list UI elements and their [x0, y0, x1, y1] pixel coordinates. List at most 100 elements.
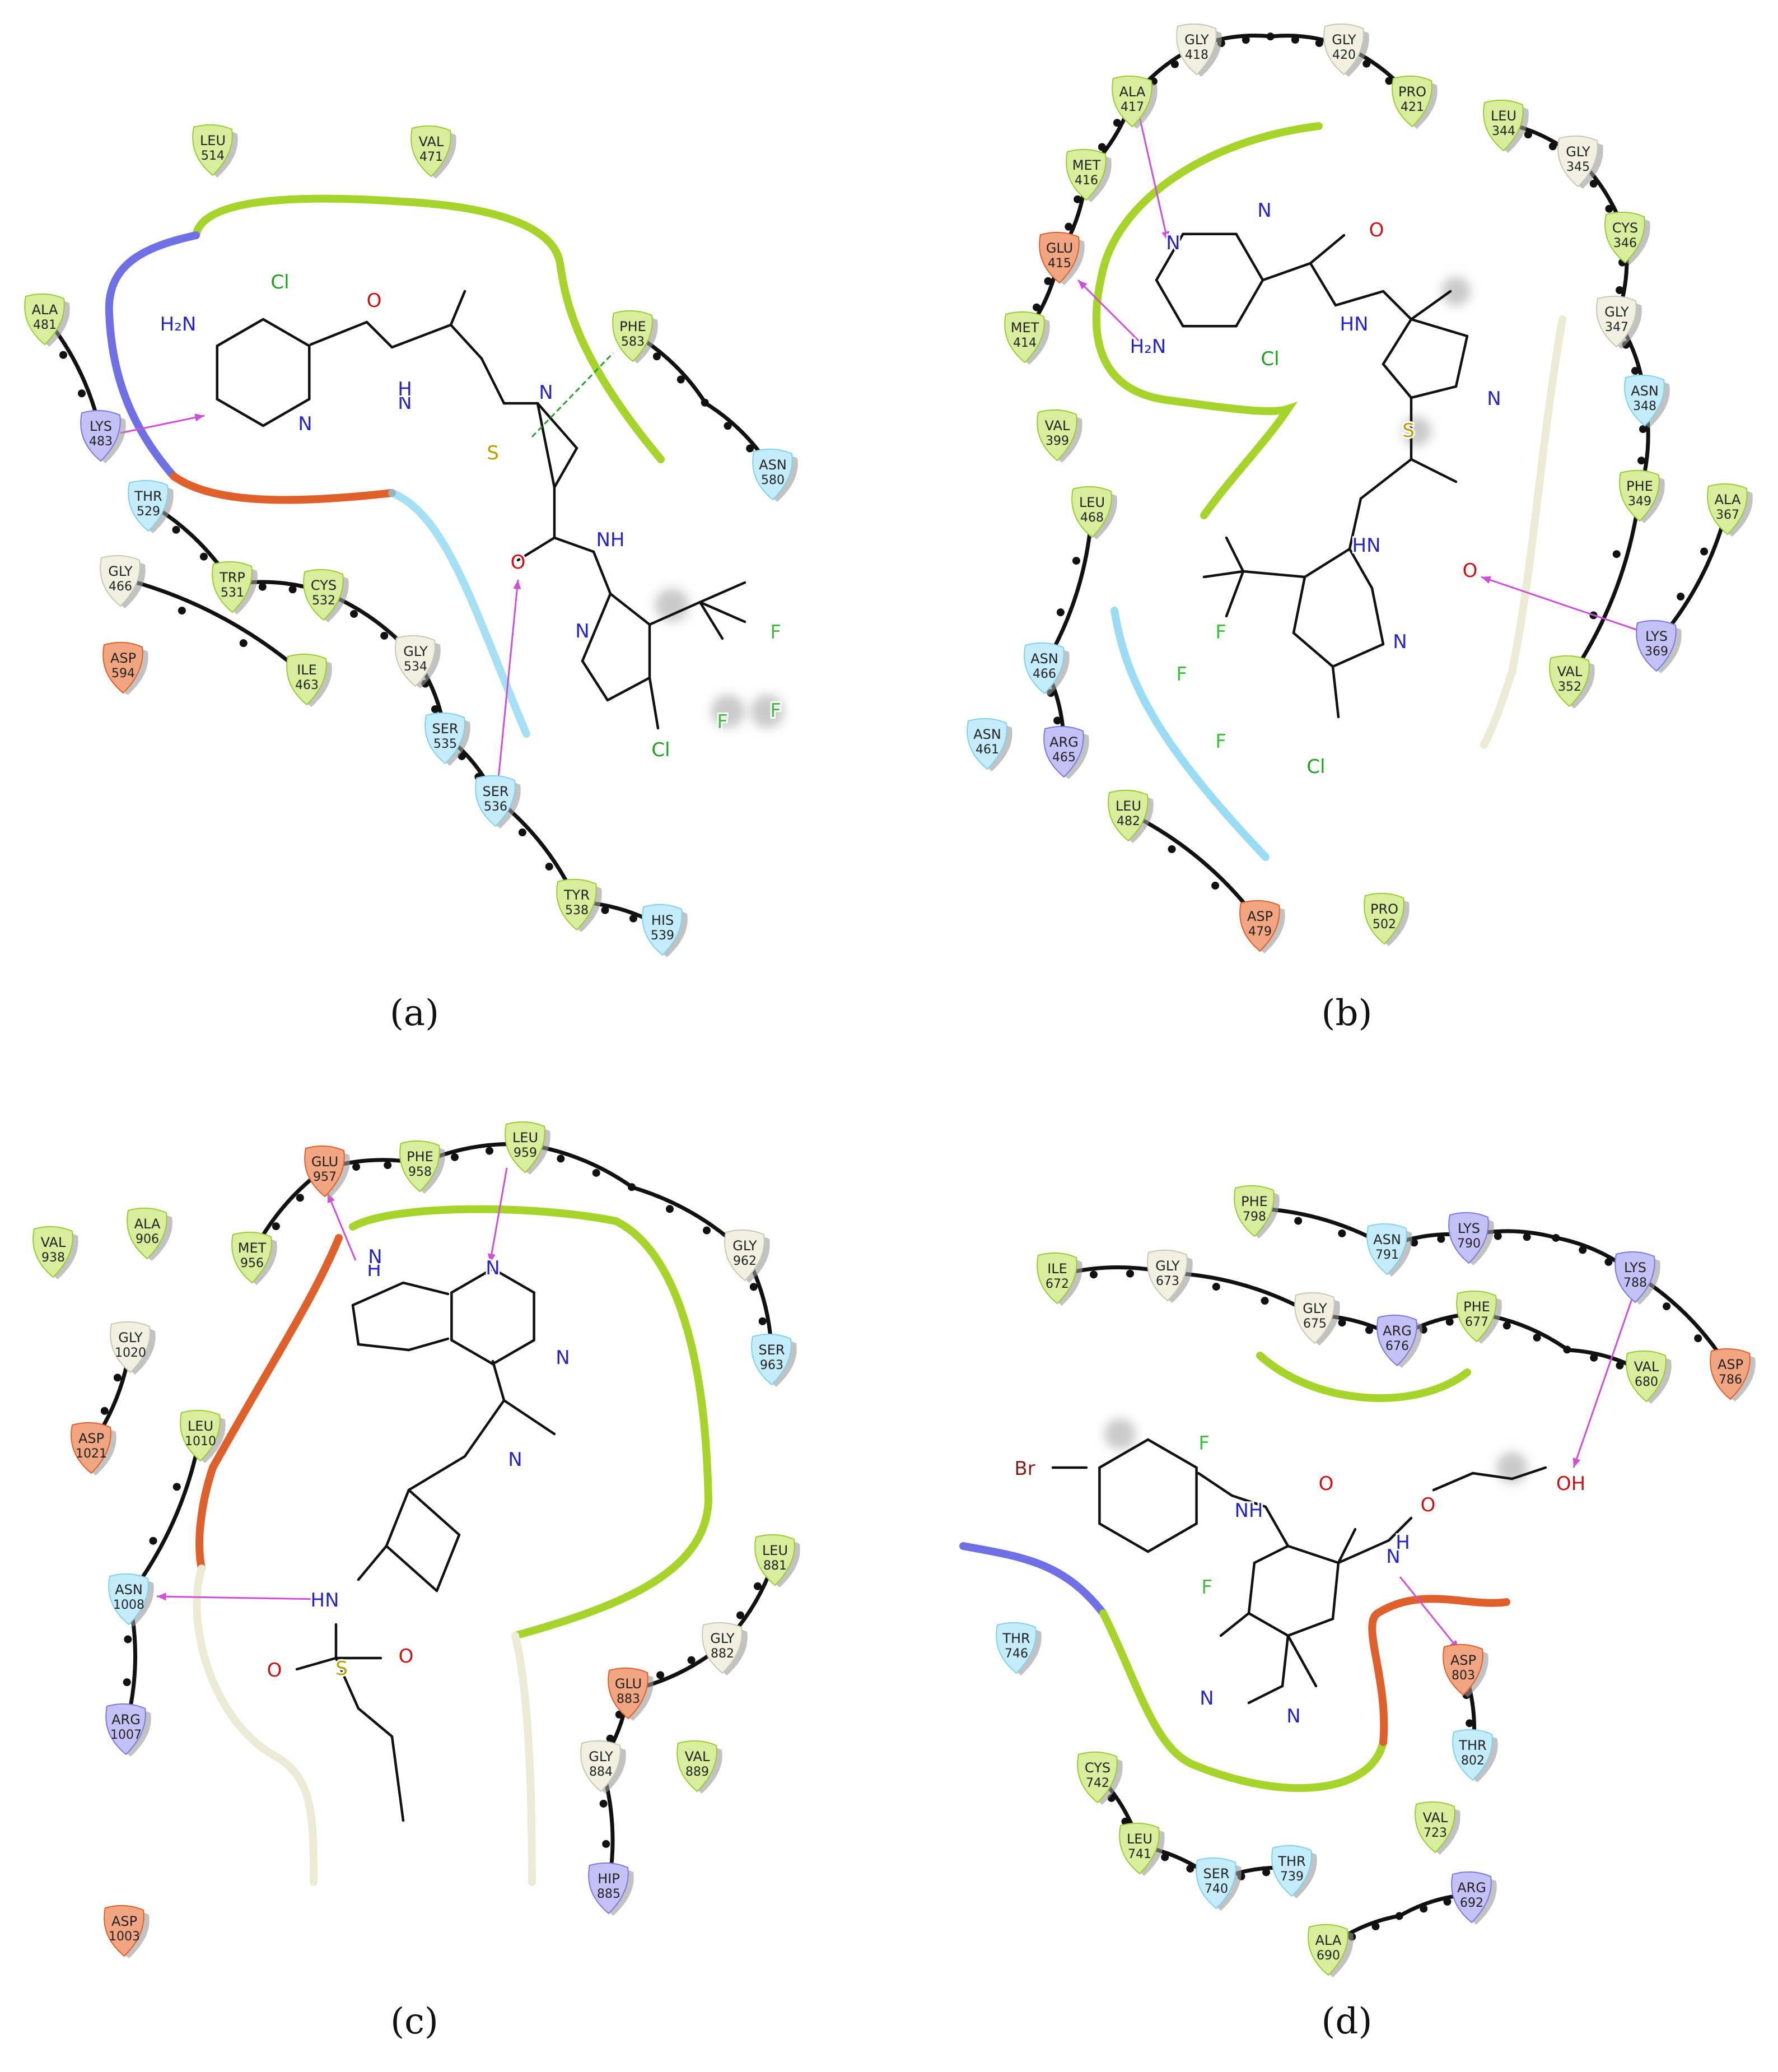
residue-marker — [612, 310, 653, 362]
backbone-dot — [1170, 60, 1179, 68]
backbone-dot — [1533, 1333, 1541, 1342]
residue-number: 399 — [1046, 434, 1069, 448]
pocket-contour — [1480, 315, 1566, 749]
ligand-bond — [385, 1488, 410, 1548]
residue-name: GLU — [311, 1154, 338, 1170]
residue-name: ASN — [1030, 651, 1058, 667]
atom-label-hn: H₂N — [160, 313, 197, 336]
backbone-dot — [1637, 457, 1646, 465]
residue-marker — [996, 1622, 1037, 1674]
hbond-arrowhead — [1161, 231, 1170, 241]
residue-name: GLY — [732, 1238, 757, 1254]
atom-label-cl: Cl — [1306, 756, 1325, 778]
residue-name: PRO — [1398, 84, 1426, 100]
residue-marker — [580, 1740, 621, 1792]
residue-number: 883 — [617, 1692, 640, 1706]
ligand-bond — [1286, 1544, 1340, 1565]
backbone-dot — [123, 1678, 131, 1687]
atom-label-hn: HN — [1352, 534, 1381, 557]
residue-marker — [303, 569, 344, 621]
interaction-layer — [120, 92, 1639, 1650]
ligand-bond — [351, 1303, 360, 1346]
backbone-dot — [149, 1536, 157, 1545]
ligand-bond — [1202, 570, 1245, 579]
residue-number: 802 — [1461, 1754, 1485, 1768]
residue-number: 482 — [1117, 814, 1140, 828]
residue-name: ASN — [1631, 383, 1659, 399]
ligand-bond — [1230, 1494, 1267, 1508]
residue-name: LEU — [1491, 108, 1516, 124]
backbone-chain — [599, 1555, 777, 1888]
panel-label-c: (c) — [390, 2001, 438, 2042]
residue-name: ASN — [1373, 1232, 1401, 1247]
residue-number: 889 — [685, 1765, 709, 1779]
backbone-dot — [431, 705, 439, 714]
residue-marker — [212, 561, 253, 613]
atom-label-n: N — [298, 413, 312, 435]
residue-name: ALA — [134, 1216, 161, 1232]
atom-label-n: N — [368, 1246, 382, 1268]
ligand-bond — [295, 1656, 338, 1671]
residue-number: 690 — [1317, 1949, 1340, 1963]
residue-number: 956 — [240, 1256, 264, 1270]
backbone-dot — [1033, 303, 1041, 311]
ligand-bond — [385, 1544, 438, 1593]
backbone-dot — [1072, 557, 1080, 565]
backbone-dot — [1437, 1235, 1445, 1243]
backbone-dot — [606, 1734, 614, 1743]
residue-name: LEU — [1079, 495, 1105, 510]
residue-number: 723 — [1424, 1826, 1447, 1840]
backbone-chain — [1095, 1772, 1294, 1883]
backbone-dot — [239, 639, 248, 648]
residue-number: 583 — [621, 335, 645, 349]
residue-marker — [1176, 23, 1217, 76]
backbone-dot — [258, 583, 267, 591]
residue-number: 534 — [404, 660, 427, 674]
residue-number: 346 — [1613, 236, 1637, 250]
residue-number: 675 — [1303, 1317, 1327, 1331]
residue-number: 345 — [1566, 160, 1590, 174]
atom-label-f: F — [1215, 621, 1226, 644]
ligand-bond — [1348, 547, 1374, 590]
backbone-chain — [118, 576, 309, 679]
residue-marker — [1604, 211, 1645, 264]
ligand-bond — [516, 536, 556, 562]
backbone-dot — [384, 1161, 392, 1170]
residue-name: ALA — [1715, 492, 1741, 507]
backbone-dot — [1494, 1232, 1502, 1240]
backbone-dot — [557, 1154, 565, 1163]
ligand-bond — [1247, 1612, 1290, 1637]
backbone-dot — [1126, 1269, 1135, 1278]
residue-marker — [399, 1140, 440, 1193]
backbone-dot — [666, 1205, 674, 1213]
hbond-arrowhead — [1481, 576, 1491, 584]
ligand-bond — [450, 1267, 494, 1294]
atom-label-n: N — [486, 1257, 500, 1279]
atom-label-h: H — [367, 1259, 381, 1281]
residue-marker — [32, 1226, 73, 1278]
residue-marker — [642, 904, 683, 956]
residue-marker — [1456, 1290, 1497, 1343]
hbond-arrowhead — [157, 1593, 166, 1601]
ligand-bond — [1309, 234, 1346, 265]
ligand-bond — [449, 323, 483, 360]
ligand-bond — [1098, 1438, 1150, 1469]
residue-marker — [128, 479, 169, 532]
pocket-contour — [193, 1565, 318, 1886]
residue-number: 788 — [1623, 1276, 1647, 1290]
residue-name: THR — [1458, 1738, 1486, 1753]
backbone-dot — [1605, 204, 1613, 213]
